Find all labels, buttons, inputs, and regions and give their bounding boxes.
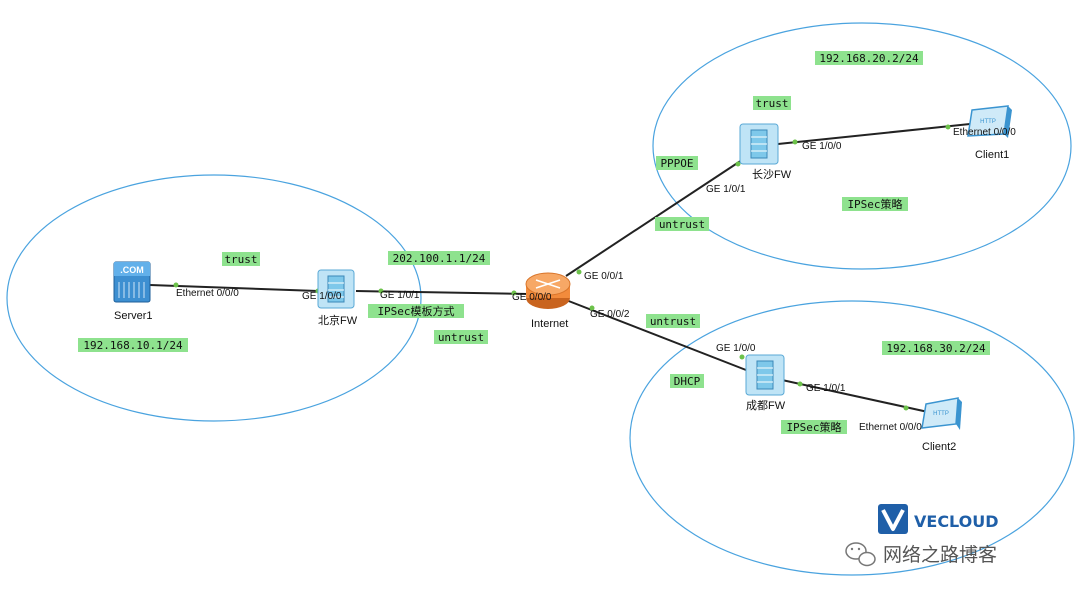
client2-label: Client2 (922, 441, 956, 453)
svg-text:192.168.20.2/24: 192.168.20.2/24 (819, 52, 919, 65)
tag-cs-pppoe: PPPOE (656, 156, 698, 170)
port-beijing-ge100: GE 1/0/0 (302, 291, 342, 302)
svg-text:untrust: untrust (650, 315, 696, 328)
server1-icon-text: .COM (120, 265, 144, 275)
client1-label: Client1 (975, 149, 1009, 161)
port-beijing-ge101: GE 1/0/1 (380, 290, 420, 301)
internet-router-icon[interactable] (525, 272, 571, 309)
svg-text:IPSec策略: IPSec策略 (786, 420, 841, 434)
vecloud-logo: VECLOUD (878, 504, 999, 534)
server1-label: Server1 (114, 310, 153, 322)
tag-bj-trust: trust (222, 252, 260, 266)
internet-label: Internet (531, 318, 568, 330)
tag-cs-untrust: untrust (655, 217, 709, 231)
tag-cs-subnet: 192.168.20.2/24 (815, 51, 923, 65)
server1-icon[interactable]: .COM (113, 261, 151, 303)
beijing-fw-icon[interactable] (317, 269, 355, 309)
port-server1-eth: Ethernet 0/0/0 (176, 288, 239, 299)
tag-bj-wan-ip: 202.100.1.1/24 (388, 251, 490, 265)
svg-text:DHCP: DHCP (674, 375, 701, 388)
changsha-fw-label: 长沙FW (752, 168, 792, 181)
beijing-fw-label: 北京FW (318, 313, 358, 327)
svg-text:untrust: untrust (659, 218, 705, 231)
tag-bj-untrust: untrust (434, 330, 488, 344)
svg-text:202.100.1.1/24: 202.100.1.1/24 (393, 252, 486, 265)
link-chengdu-client2 (781, 379, 929, 413)
port-internet-ge000: GE 0/0/0 (512, 292, 552, 303)
tag-cd-ipsec: IPSec策略 (781, 420, 847, 434)
svg-text:trust: trust (224, 253, 257, 266)
chengdu-fw-icon[interactable] (745, 354, 785, 396)
client2-icon[interactable]: HTTP (921, 397, 962, 430)
svg-text:IPSec策略: IPSec策略 (847, 197, 902, 211)
port-client2-eth: Ethernet 0/0/0 (859, 422, 922, 433)
wechat-watermark-text: 网络之路博客 (883, 544, 997, 566)
tag-cs-ipsec: IPSec策略 (842, 197, 908, 211)
port-changsha-ge100: GE 1/0/0 (802, 141, 842, 152)
svg-text:192.168.30.2/24: 192.168.30.2/24 (886, 342, 986, 355)
port-chengdu-ge101: GE 1/0/1 (806, 383, 846, 394)
tag-cd-dhcp: DHCP (670, 374, 704, 388)
wechat-watermark: 网络之路博客 (845, 542, 997, 567)
link-internet-changsha (565, 159, 743, 277)
link-beijing-internet (355, 290, 529, 295)
vecloud-logo-text: VECLOUD (914, 512, 999, 531)
tag-cd-untrust: untrust (646, 314, 700, 328)
client1-icon[interactable]: HTTP (967, 105, 1012, 138)
client1-icon-text: HTTP (980, 119, 996, 125)
svg-text:PPPOE: PPPOE (660, 157, 693, 170)
port-client1-eth: Ethernet 0/0/0 (953, 127, 1016, 138)
tag-cs-trust: trust (753, 96, 791, 110)
wechat-icon (845, 542, 876, 567)
tag-bj-ipsec: IPSec模板方式 (368, 304, 464, 318)
svg-text:192.168.10.1/24: 192.168.10.1/24 (83, 339, 183, 352)
zone-changsha (652, 22, 1072, 270)
port-internet-ge002: GE 0/0/2 (590, 309, 630, 320)
port-changsha-ge101: GE 1/0/1 (706, 184, 746, 195)
chengdu-fw-label: 成都FW (746, 399, 786, 412)
svg-text:trust: trust (755, 97, 788, 110)
client2-icon-text: HTTP (933, 411, 949, 417)
zone-beijing (6, 174, 422, 422)
zone-chengdu (629, 300, 1075, 576)
port-internet-ge001: GE 0/0/1 (584, 271, 624, 282)
tag-bj-subnet: 192.168.10.1/24 (78, 338, 188, 352)
link-internet-chengdu (565, 299, 747, 371)
svg-text:IPSec模板方式: IPSec模板方式 (377, 304, 454, 318)
link-changsha-client1 (777, 123, 971, 145)
tag-cd-subnet: 192.168.30.2/24 (882, 341, 990, 355)
svg-text:untrust: untrust (438, 331, 484, 344)
changsha-fw-icon[interactable] (739, 123, 779, 165)
links (149, 123, 971, 413)
port-chengdu-ge100: GE 1/0/0 (716, 343, 756, 354)
